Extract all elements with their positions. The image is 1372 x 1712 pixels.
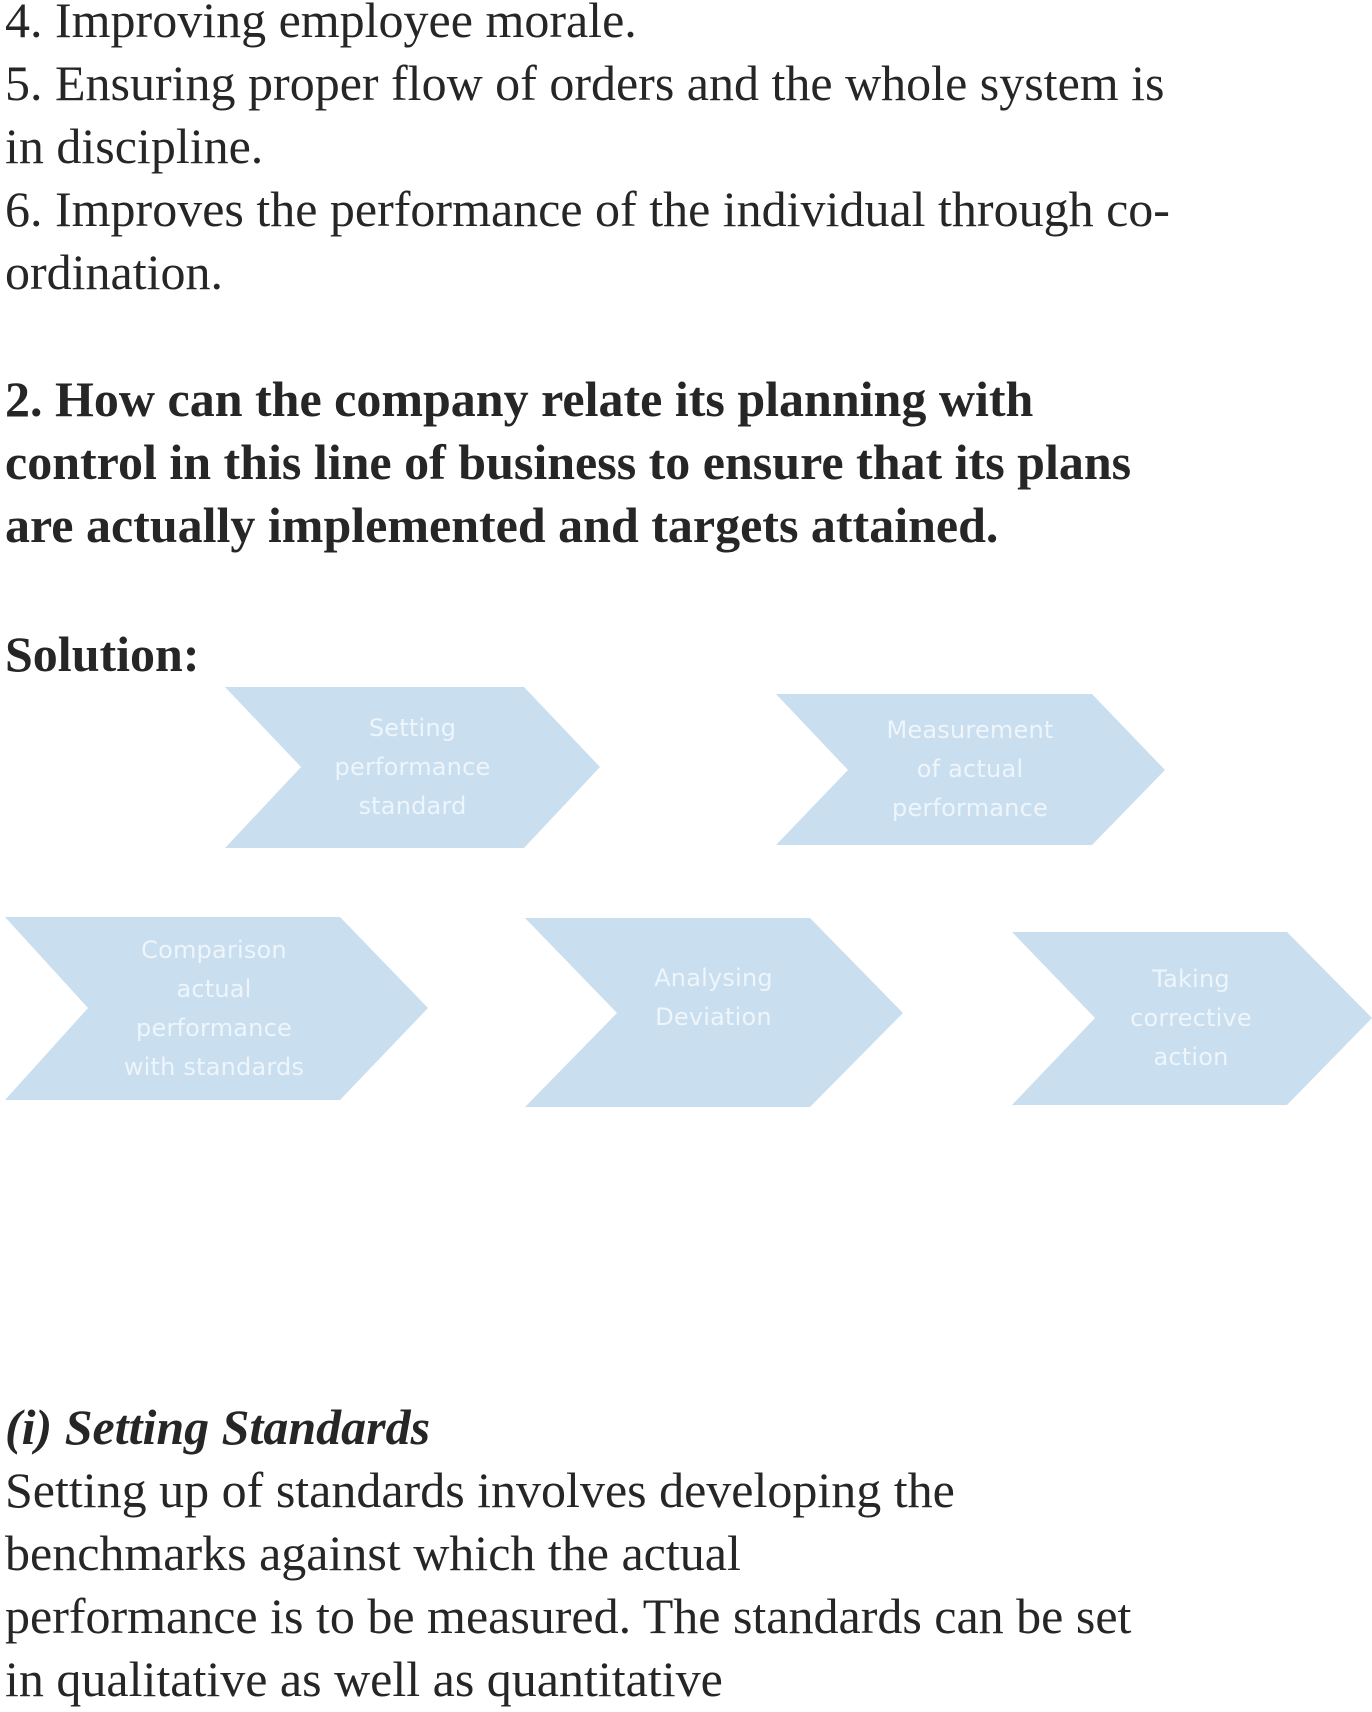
chevron-arrow-icon	[525, 918, 903, 1107]
list-item-6-continued: ordination.	[5, 244, 224, 300]
chevron-step-analysing-deviation: Analysing Deviation	[525, 918, 903, 1107]
chevron-label-line: performance	[892, 794, 1048, 822]
body-text-line-1: Setting up of standards involves develop…	[5, 1462, 955, 1518]
list-item-4: 4. Improving employee morale.	[5, 0, 637, 48]
chevron-label: Comparison actual performance with stand…	[88, 917, 340, 1100]
chevron-label-line: performance	[136, 1013, 292, 1042]
chevron-label-line: Setting	[368, 714, 457, 742]
section-heading: (i) Setting Standards	[5, 1399, 431, 1455]
solution-label: Solution:	[5, 626, 200, 682]
chevron-label-line: action	[1153, 1043, 1229, 1071]
question-heading-line-3: are actually implemented and targets att…	[5, 497, 999, 553]
body-text-line-4: in qualitative as well as quantitative	[5, 1651, 723, 1707]
chevron-arrow-icon	[225, 687, 600, 848]
chevron-label-line: Analysing	[654, 964, 773, 992]
list-item-6: 6. Improves the performance of the indiv…	[5, 181, 1170, 237]
chevron-label-line: Taking	[1152, 965, 1230, 993]
chevron-step-setting-standard: Setting performance standard	[225, 687, 600, 848]
chevron-arrow-icon	[5, 917, 428, 1100]
chevron-label-line: Comparison	[141, 935, 287, 964]
question-heading-line-1: 2. How can the company relate its planni…	[5, 371, 1034, 427]
chevron-label: Analysing Deviation	[617, 918, 810, 1078]
chevron-arrow-icon	[1012, 932, 1372, 1105]
chevron-label: Measurement of actual performance	[848, 694, 1092, 845]
list-item-5-continued: in discipline.	[5, 118, 264, 174]
chevron-step-measurement: Measurement of actual performance	[776, 694, 1165, 845]
chevron-label-line: standard	[358, 792, 467, 820]
chevron-label-line: performance	[334, 753, 491, 781]
list-item-5: 5. Ensuring proper flow of orders and th…	[5, 55, 1165, 111]
chevron-label-line: corrective	[1130, 1004, 1252, 1032]
body-text-line-3: performance is to be measured. The stand…	[5, 1588, 1132, 1644]
question-heading-line-2: control in this line of business to ensu…	[5, 434, 1132, 490]
chevron-step-comparison: Comparison actual performance with stand…	[5, 917, 428, 1100]
chevron-label-line: Measurement	[886, 716, 1054, 744]
chevron-label: Setting performance standard	[301, 687, 524, 848]
chevron-label-line: actual	[176, 974, 252, 1003]
chevron-label-line: of actual	[916, 755, 1024, 783]
chevron-label: Taking corrective action	[1095, 932, 1287, 1105]
body-text-line-2: benchmarks against which the actual	[5, 1525, 741, 1581]
chevron-step-corrective-action: Taking corrective action	[1012, 932, 1372, 1105]
chevron-arrow-icon	[776, 694, 1165, 845]
chevron-label-line: with standards	[123, 1052, 305, 1081]
chevron-label-line: Deviation	[655, 1003, 772, 1031]
